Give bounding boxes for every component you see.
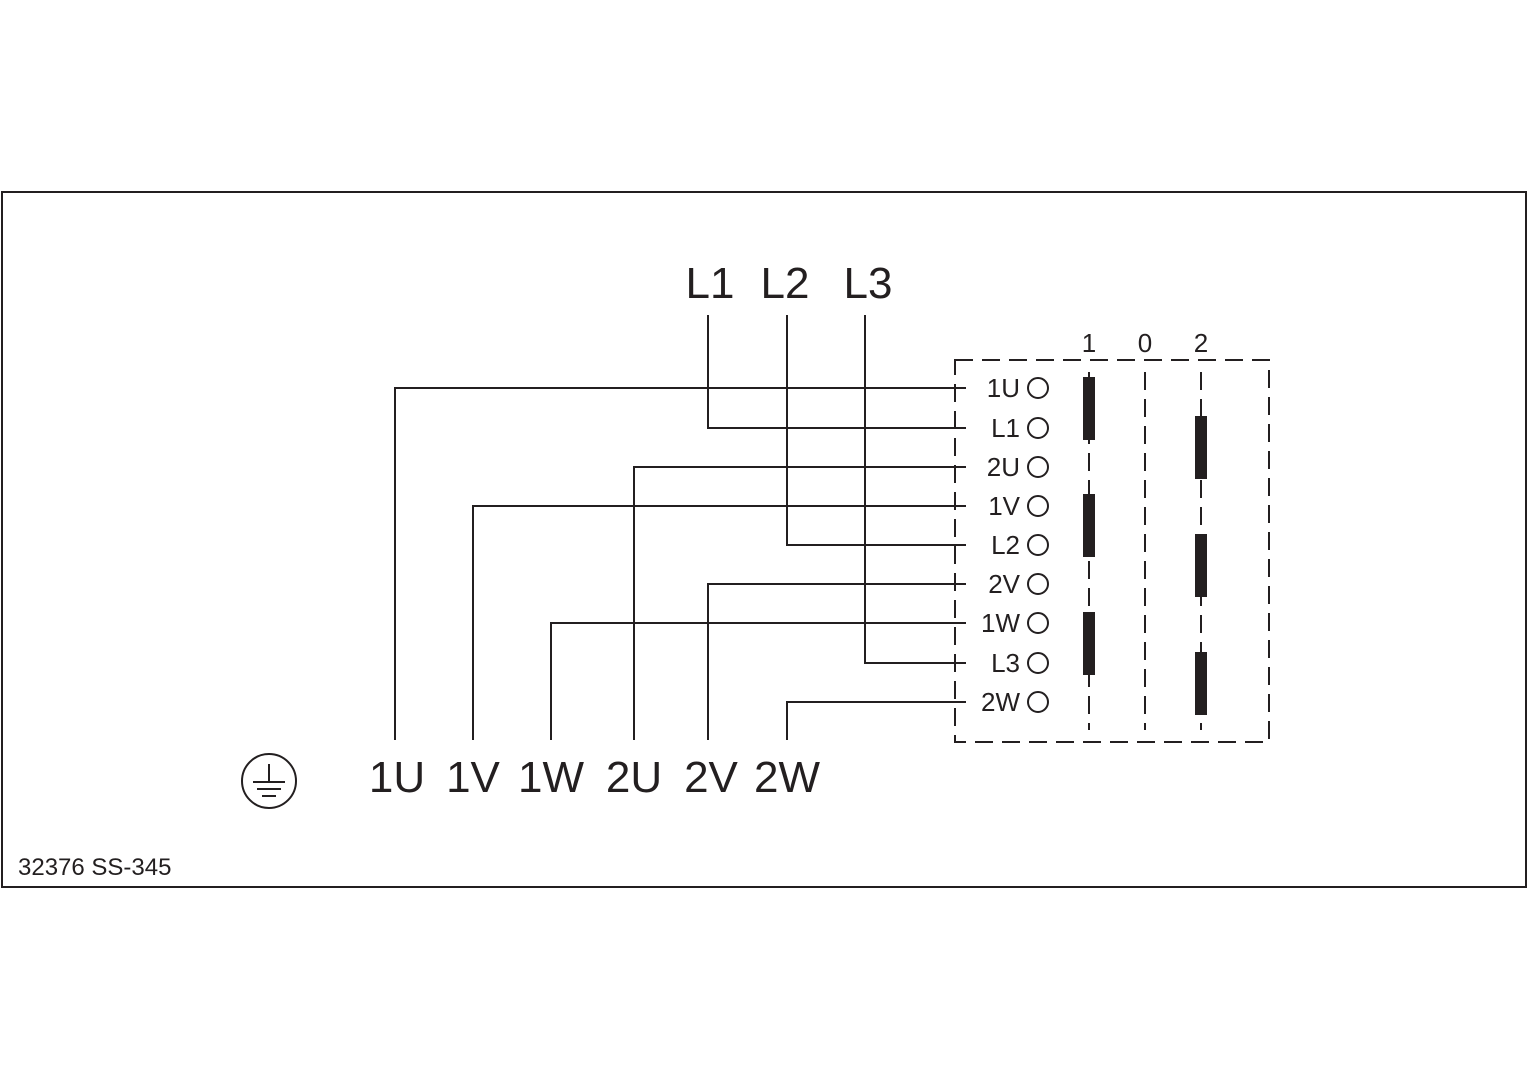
contact-bar <box>1195 652 1207 715</box>
terminal-circle-icon <box>1027 691 1049 713</box>
terminal-label: 2W <box>981 687 1020 717</box>
terminal-label: 2U <box>987 452 1020 482</box>
motor-wire-1u <box>394 387 966 740</box>
motor-wire-2w <box>786 701 966 740</box>
supply-label-l3: L3 <box>844 259 893 308</box>
supply-label-l1: L1 <box>686 259 735 308</box>
motor-terminal-label: 1W <box>518 753 584 802</box>
terminal-circle-icon <box>1027 652 1049 674</box>
terminal-label: 1U <box>987 373 1020 403</box>
switch-position-1: 1 <box>1082 328 1096 358</box>
diagram-frame <box>1 191 1527 888</box>
motor-wire-2v <box>707 583 966 740</box>
motor-terminal-label: 1U <box>369 753 425 802</box>
terminal-label: L3 <box>991 648 1020 678</box>
switch-terminals: 1U L1 2U 1V L2 2V 1W L3 2W <box>981 373 1049 717</box>
motor-wire-1v <box>472 505 966 740</box>
terminal-circle-icon <box>1027 456 1049 478</box>
terminal-label: 1W <box>981 608 1020 638</box>
motor-terminal-labels: 1U 1V 1W 2U 2V 2W <box>369 753 821 802</box>
switch-position-2: 2 <box>1194 328 1208 358</box>
contact-bar <box>1083 612 1095 675</box>
terminal-circle-icon <box>1027 377 1049 399</box>
motor-terminal-label: 2V <box>684 753 738 802</box>
contact-bar <box>1083 377 1095 440</box>
terminal-label: L2 <box>991 530 1020 560</box>
motor-wire-1w <box>550 622 966 740</box>
supply-label-l2: L2 <box>761 259 810 308</box>
motor-terminal-label: 2U <box>606 753 662 802</box>
contact-bar <box>1083 494 1095 557</box>
switch-box <box>954 359 1270 743</box>
terminal-label: L1 <box>991 413 1020 443</box>
footer-code: 32376 SS-345 <box>18 854 171 881</box>
terminal-circle-icon <box>1027 534 1049 556</box>
contact-bar <box>1195 534 1207 597</box>
terminal-circle-icon <box>1027 612 1049 634</box>
switch-contacts <box>1083 372 1207 730</box>
terminal-circle-icon <box>1027 573 1049 595</box>
motor-terminal-label: 2W <box>754 753 820 802</box>
motor-terminal-label: 1V <box>446 753 500 802</box>
supply-wire-l3 <box>864 315 966 664</box>
terminal-circle-icon <box>1027 495 1049 517</box>
terminal-label: 2V <box>988 569 1020 599</box>
terminal-label: 1V <box>988 491 1020 521</box>
earth-icon <box>241 753 297 809</box>
supply-wire-l1 <box>707 315 966 429</box>
contact-bar <box>1195 416 1207 479</box>
motor-wire-2u <box>633 466 966 740</box>
terminal-circle-icon <box>1027 417 1049 439</box>
switch-position-0: 0 <box>1138 328 1152 358</box>
wires <box>394 315 966 740</box>
supply-wire-l2 <box>786 315 966 546</box>
